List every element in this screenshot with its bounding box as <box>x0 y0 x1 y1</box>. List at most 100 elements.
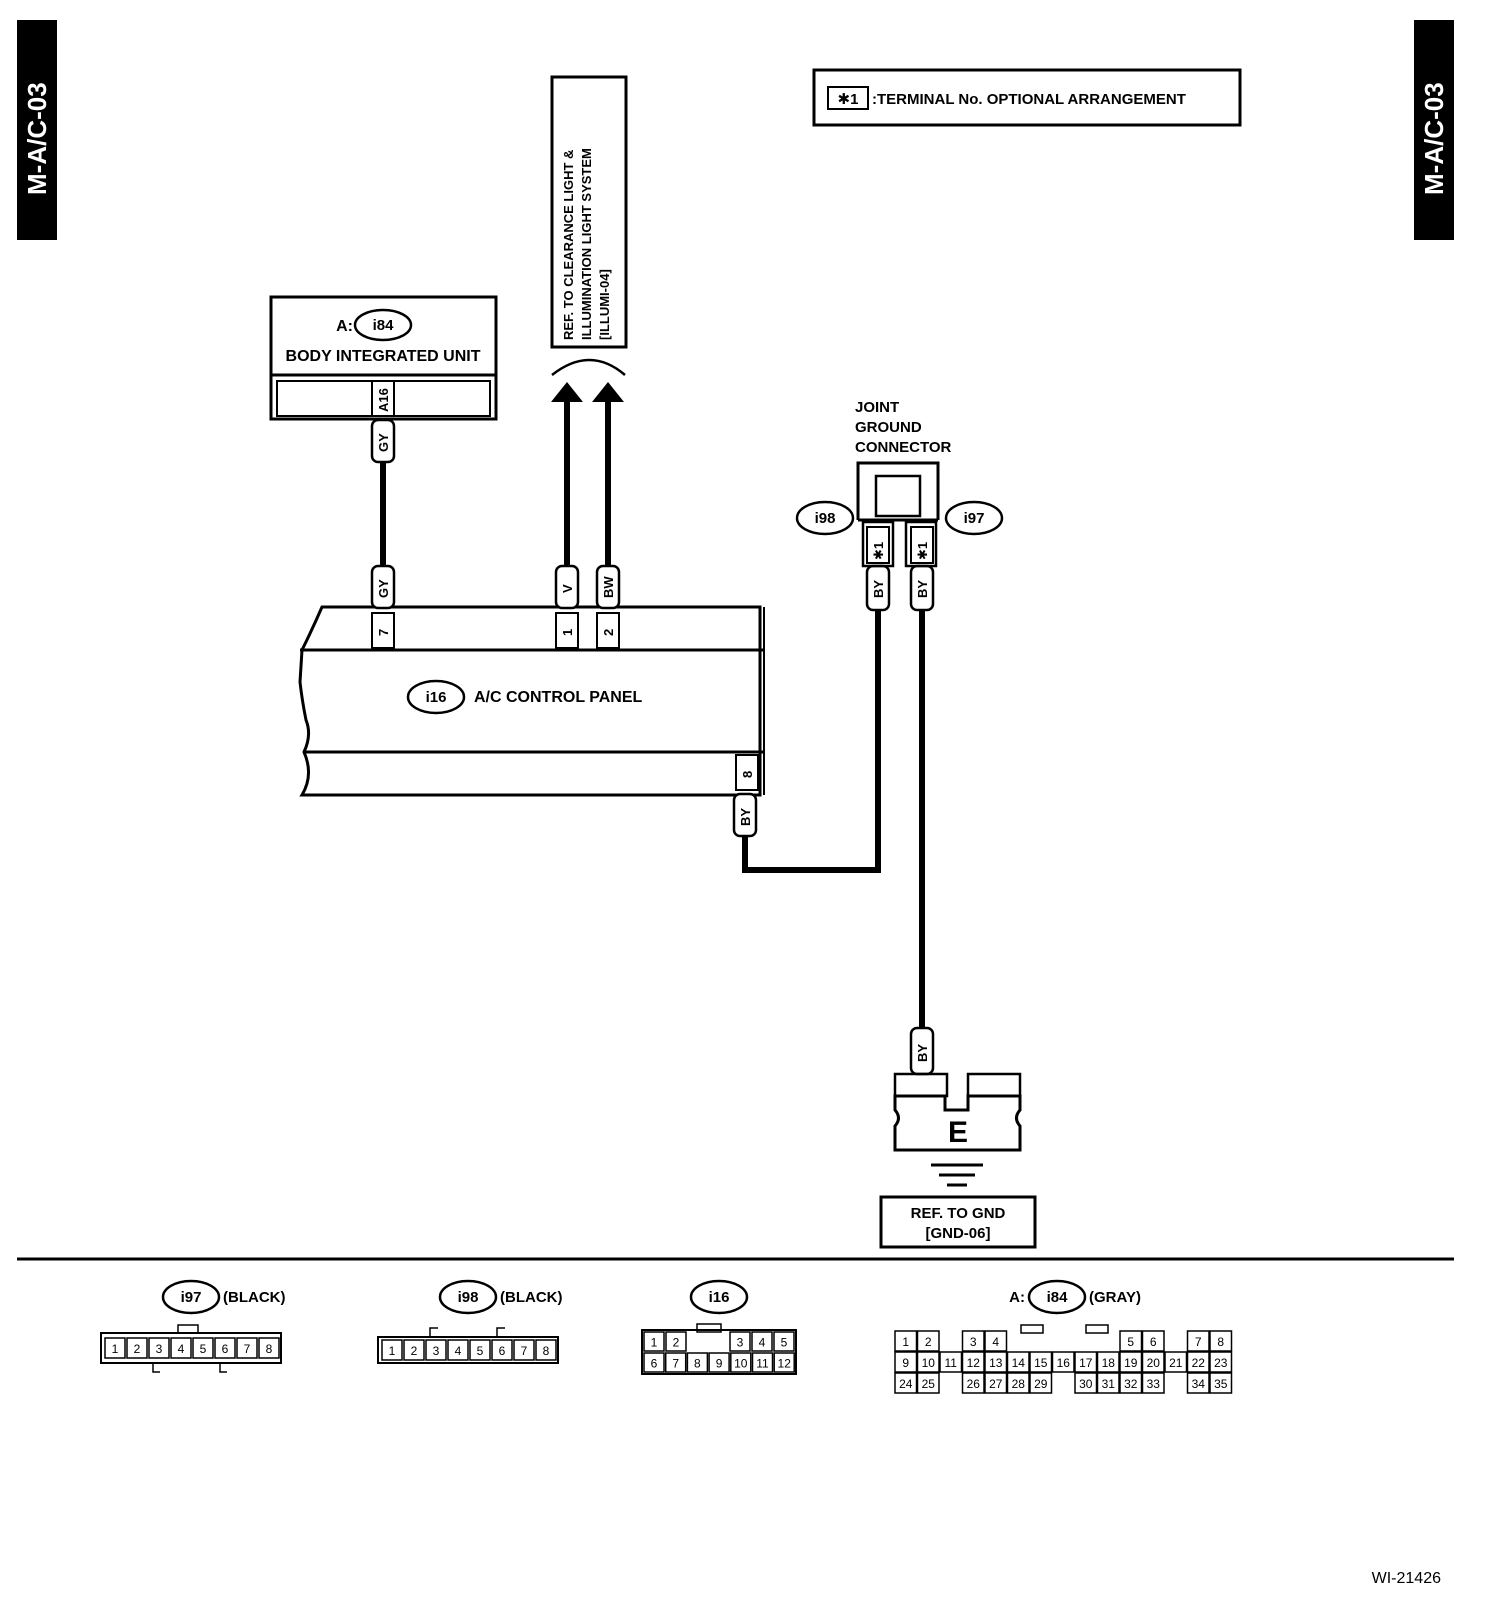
pin-number: 14 <box>1012 1356 1026 1370</box>
body-integrated-unit: A: i84 BODY INTEGRATED UNIT A16 <box>269 295 498 421</box>
joint-ground-connector: JOINT GROUND CONNECTOR ✱1 ✱1 i98 i97 <box>795 399 1004 568</box>
reference-bracket <box>551 358 626 376</box>
pin-cell <box>751 1352 774 1373</box>
pin-cell <box>1051 1351 1075 1373</box>
ground-point-e: E REF. TO GND [GND-06] <box>879 1072 1037 1249</box>
pin-cell <box>1164 1351 1188 1373</box>
wires <box>380 400 925 1028</box>
body-unit-name: BODY INTEGRATED UNIT <box>286 348 481 365</box>
pin-cell <box>1119 1351 1143 1373</box>
ac-panel-connector-id: i16 <box>426 689 447 706</box>
pin-number: 4 <box>178 1342 185 1356</box>
pin-number: 19 <box>1124 1356 1138 1370</box>
pin-number: 6 <box>222 1342 229 1356</box>
pin-number: 4 <box>992 1335 999 1349</box>
pin-cell <box>1074 1372 1098 1394</box>
pin-cell <box>447 1339 469 1361</box>
pin-cell <box>916 1372 940 1394</box>
pin-cell <box>214 1337 236 1359</box>
legend-text: :TERMINAL No. OPTIONAL ARRANGEMENT <box>872 91 1186 108</box>
pin-cell <box>1096 1372 1120 1394</box>
pin-cell <box>1186 1372 1210 1394</box>
pin-number: 10 <box>734 1357 748 1371</box>
pin-cell <box>939 1351 963 1373</box>
figure-id: WI-21426 <box>1372 1570 1441 1587</box>
pin-number: 3 <box>970 1335 977 1349</box>
pin-cell <box>773 1352 795 1373</box>
pin-number: 5 <box>477 1344 484 1358</box>
ground-letter: E <box>948 1116 968 1149</box>
pin-cell <box>1209 1330 1233 1352</box>
pin-number: 9 <box>902 1356 909 1370</box>
wire-tag-gy-top: GY <box>376 433 391 452</box>
pin-number: 11 <box>756 1357 769 1371</box>
pin-number: 12 <box>778 1357 792 1371</box>
pin-number: 25 <box>922 1377 936 1391</box>
wire-tag-by-i97: BY <box>915 580 930 598</box>
pin-cell <box>1029 1372 1053 1394</box>
pin-cell <box>643 1352 665 1373</box>
pin-cell <box>535 1339 557 1361</box>
wire-tag-v: V <box>560 584 575 593</box>
pin-cell <box>730 1352 752 1373</box>
pin-cell <box>1209 1351 1233 1373</box>
terminal-1: 1 <box>560 629 575 636</box>
pin-number: 9 <box>716 1357 723 1371</box>
pin-number: 8 <box>694 1357 701 1371</box>
terminal-2: 2 <box>601 629 616 636</box>
view-i84-prefix: A: <box>1009 1289 1025 1306</box>
wire-by-panel <box>742 610 881 873</box>
latch-mark <box>1020 1324 1044 1334</box>
legend-symbol: ✱1 <box>838 91 859 108</box>
pin-number: 1 <box>112 1342 119 1356</box>
pin-cell <box>1074 1351 1098 1373</box>
reference-line-1: REF. TO CLEARANCE LIGHT & <box>561 150 576 340</box>
pin-number: 6 <box>499 1344 506 1358</box>
pin-number: 13 <box>989 1356 1003 1370</box>
pin-cell <box>961 1351 985 1373</box>
pin-cell <box>708 1352 730 1373</box>
pin-cell <box>258 1337 280 1359</box>
pin-number: 6 <box>651 1357 658 1371</box>
pin-number: 22 <box>1192 1356 1206 1370</box>
reference-line-3: [ILLUMI-04] <box>597 269 612 340</box>
ground-ref-line-2: [GND-06] <box>925 1225 990 1242</box>
pin-number: 7 <box>672 1357 679 1371</box>
body-unit-prefix: A: <box>336 318 353 335</box>
joint-right-connector-id: i97 <box>964 510 985 527</box>
pin-cell <box>729 1331 751 1352</box>
pin-cell <box>894 1372 918 1394</box>
pin-cell <box>513 1339 535 1361</box>
pin-number: 7 <box>244 1342 251 1356</box>
joint-label-3: CONNECTOR <box>855 439 952 456</box>
pin-number: 3 <box>433 1344 440 1358</box>
reference-line-2: ILLUMINATION LIGHT SYSTEM <box>579 148 594 340</box>
pin-number: 4 <box>759 1336 766 1350</box>
pin-number: 1 <box>651 1336 658 1350</box>
pin-number: 23 <box>1214 1356 1228 1370</box>
view-i16-id: i16 <box>709 1289 730 1306</box>
pin-cell <box>1186 1330 1210 1352</box>
pin-cell <box>403 1339 425 1361</box>
pin-number: 2 <box>925 1335 932 1349</box>
pin-cell <box>916 1351 940 1373</box>
pin-number: 1 <box>389 1344 396 1358</box>
pin-cell <box>643 1331 665 1352</box>
pin-number: 5 <box>1127 1335 1134 1349</box>
pin-number: 7 <box>521 1344 528 1358</box>
pin-cell <box>1141 1330 1165 1352</box>
pin-cell <box>1119 1372 1143 1394</box>
pin-cell <box>894 1330 918 1352</box>
page-tab-right-text: M-A/C-03 <box>1419 82 1449 195</box>
wire-tag-gy-bottom: GY <box>376 579 391 598</box>
pin-number: 3 <box>156 1342 163 1356</box>
pin-number: 8 <box>543 1344 550 1358</box>
pin-cell <box>1096 1351 1120 1373</box>
page-tab-left: M-A/C-03 <box>17 20 57 240</box>
wire-tag-bw: BW <box>601 576 616 598</box>
pin-cell <box>1029 1351 1053 1373</box>
